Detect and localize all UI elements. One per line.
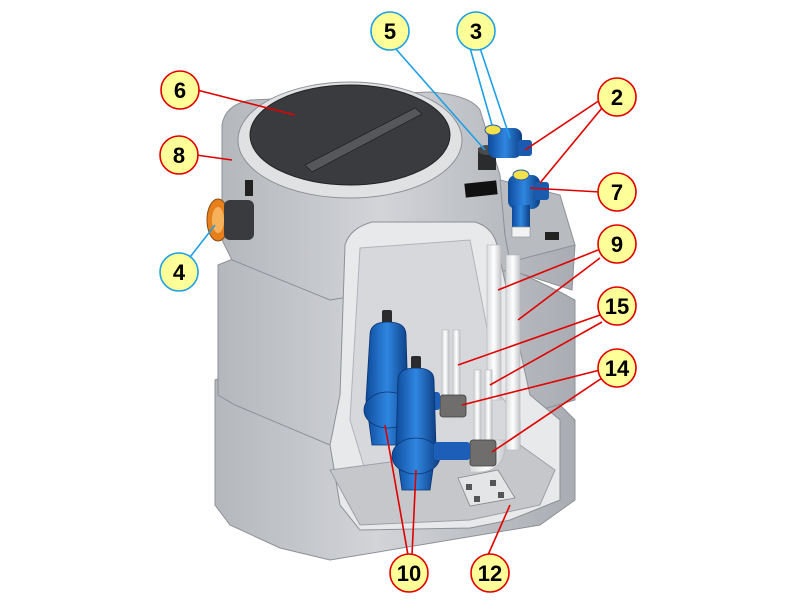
leader-8 xyxy=(195,154,233,161)
valve-body-upper xyxy=(488,128,522,158)
valve-cap-lower xyxy=(512,169,530,181)
leader-3b xyxy=(479,47,511,139)
callout-4-circle xyxy=(159,252,199,292)
callout-6-label: 6 xyxy=(174,78,186,103)
valve-flange-lower xyxy=(535,182,549,200)
lid-cover xyxy=(249,84,451,186)
base-plate xyxy=(457,469,516,507)
discharge-valves xyxy=(484,124,549,238)
base-bolt-c xyxy=(474,496,480,502)
valve-body-lower xyxy=(508,175,540,209)
leader-6 xyxy=(196,89,296,116)
leader-2b xyxy=(539,107,603,184)
callout-10-label: 10 xyxy=(397,561,421,586)
callout-3: 3 xyxy=(456,11,496,51)
callout-5: 5 xyxy=(370,11,410,51)
nameplate-shelf xyxy=(545,232,559,240)
duckfoot-couplings xyxy=(439,394,497,467)
callout-7: 7 xyxy=(597,172,637,212)
callout-12: 12 xyxy=(470,553,510,593)
callout-10: 10 xyxy=(389,553,429,593)
pump-right xyxy=(391,356,470,491)
callout-15-circle xyxy=(597,286,637,326)
callout-9-label: 9 xyxy=(611,232,623,257)
leader-5 xyxy=(394,47,486,151)
lid-handle xyxy=(304,107,423,173)
callout-9-circle xyxy=(597,224,637,264)
callout-4-label: 4 xyxy=(173,260,186,285)
callout-8-circle xyxy=(159,135,199,175)
inlet-connection xyxy=(206,198,254,242)
leader-14b xyxy=(491,377,603,453)
callout-10-circle xyxy=(389,553,429,593)
nameplate-main xyxy=(464,180,498,198)
inlet-bore xyxy=(212,207,224,233)
leader-2a xyxy=(524,99,601,151)
callout-15: 15 xyxy=(597,286,637,326)
callout-5-circle xyxy=(370,11,410,51)
callout-12-label: 12 xyxy=(478,561,502,586)
leader-3a xyxy=(469,47,493,126)
leader-15b xyxy=(489,321,603,386)
callout-14: 14 xyxy=(597,348,637,388)
nameplate-side xyxy=(245,180,253,196)
pump-right-outlet xyxy=(434,442,470,460)
callout-2-circle xyxy=(597,77,637,117)
callout-2-label: 2 xyxy=(611,85,623,110)
valve-union xyxy=(511,226,531,238)
leader-9b xyxy=(517,257,601,321)
leader-14a xyxy=(461,369,601,406)
leader-10b xyxy=(411,469,417,556)
leader-12 xyxy=(487,504,511,556)
discharge-pipe-left xyxy=(486,244,502,401)
callout-3-circle xyxy=(456,11,496,51)
callout-14-circle xyxy=(597,348,637,388)
tank xyxy=(214,91,576,561)
leader-15a xyxy=(457,314,601,366)
callout-6-circle xyxy=(160,70,200,110)
leader-9a xyxy=(497,249,599,291)
duckfoot-upper xyxy=(439,394,467,418)
callout-2: 2 xyxy=(597,77,637,117)
callout-3-label: 3 xyxy=(470,19,482,44)
guide-rail-right-a xyxy=(473,369,482,441)
leader-lines xyxy=(179,47,603,556)
callout-8: 8 xyxy=(159,135,199,175)
inlet-sleeve xyxy=(224,200,254,240)
callout-7-circle xyxy=(597,172,637,212)
base-bolt-d xyxy=(498,492,504,498)
discharge-pipe-right xyxy=(505,254,521,451)
callout-4: 4 xyxy=(159,252,199,292)
base-bolt-a xyxy=(466,484,472,490)
guide-rail-left-b xyxy=(452,329,461,406)
guide-rail-right-b xyxy=(484,369,493,441)
callout-5-label: 5 xyxy=(384,19,396,44)
callout-14-label: 14 xyxy=(605,356,630,381)
callout-9: 9 xyxy=(597,224,637,264)
pump-right-volute xyxy=(391,437,441,475)
callout-8-label: 8 xyxy=(173,143,185,168)
leader-10a xyxy=(384,424,409,556)
valve-flange-upper xyxy=(518,140,532,156)
leader-7 xyxy=(529,187,601,193)
callout-6: 6 xyxy=(160,70,200,110)
duckfoot-lower xyxy=(469,439,497,467)
guide-rail-left-a xyxy=(441,329,450,406)
lid xyxy=(237,81,463,199)
callout-15-label: 15 xyxy=(605,294,629,319)
callout-7-label: 7 xyxy=(611,180,623,205)
base-bolt-b xyxy=(490,480,496,486)
valve-cap-upper xyxy=(484,124,502,136)
callout-12-circle xyxy=(470,553,510,593)
